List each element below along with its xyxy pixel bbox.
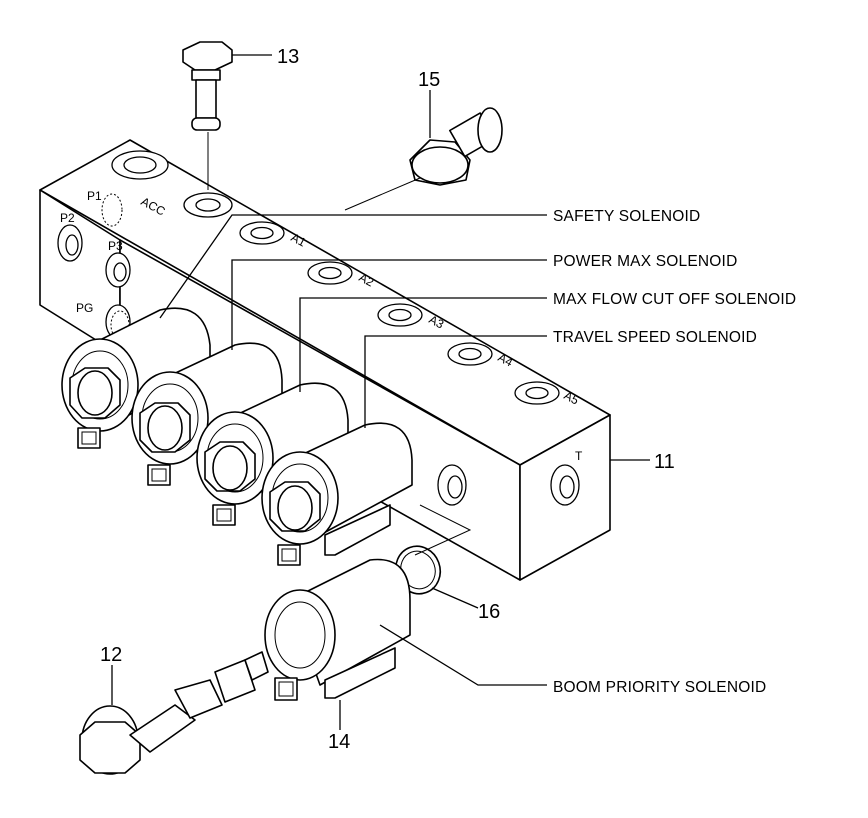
port-label-p1: P1 [87,189,102,203]
port-label-p2: P2 [60,211,75,225]
fitting-part-15 [344,107,503,211]
cartridge-part-12 [79,651,269,775]
leader-lines [111,54,650,730]
callout-12: 12 [100,644,122,666]
port-label-a4: A4 [496,350,516,369]
port-label-a5: A5 [562,388,582,407]
callout-13: 13 [277,46,299,68]
port-label-t: T [575,449,583,463]
label-travel-speed-solenoid: TRAVEL SPEED SOLENOID [553,329,757,346]
plug-part-13 [182,41,233,190]
port-label-p3: P3 [108,239,123,253]
solenoid-safety [61,307,211,449]
port-label-a2: A2 [357,270,377,289]
callout-15: 15 [418,69,440,91]
port-label-a1: A1 [289,230,309,249]
solenoid-max-flow-cut-off [196,382,349,526]
port-label-a3: A3 [427,312,447,331]
port-label-pg: PG [76,301,93,315]
p1-port-hole [101,193,123,227]
callout-11: 11 [654,451,675,473]
label-boom-priority-solenoid: BOOM PRIORITY SOLENOID [553,679,766,696]
callout-14: 14 [328,731,350,753]
solenoid-boom-priority [264,558,411,701]
solenoid-travel-speed [261,422,413,566]
callout-16: 16 [478,601,500,623]
label-safety-solenoid: SAFETY SOLENOID [553,208,700,225]
solenoid-power-max [131,342,283,486]
label-max-flow-cut-off-solenoid: MAX FLOW CUT OFF SOLENOID [553,291,796,308]
label-power-max-solenoid: POWER MAX SOLENOID [553,253,737,270]
